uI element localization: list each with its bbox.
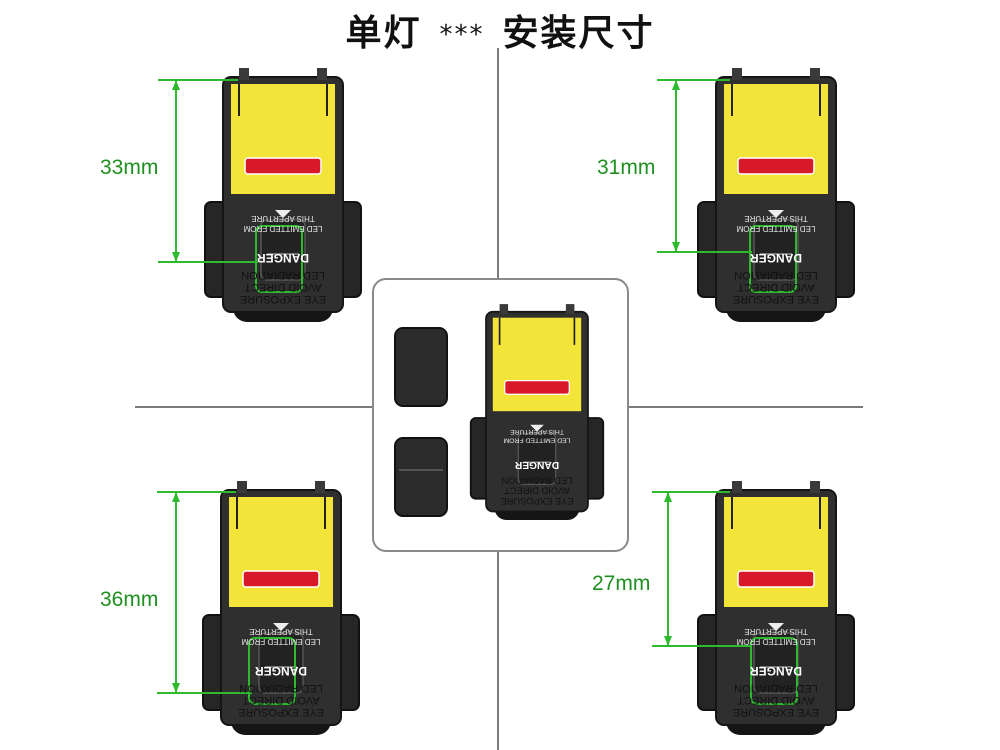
label-danger: DANGER [750, 251, 802, 265]
label-aperture-2: THIS APERTURE [744, 627, 807, 636]
label-aperture-2: THIS APERTURE [251, 214, 314, 223]
label-line-1: EYE EXPOSURE [240, 293, 326, 305]
label-line-3: LED RADIATION [502, 476, 573, 486]
measurement-bottom-right: 27mm [592, 572, 651, 595]
label-line-3: LED RADIATION [734, 269, 818, 281]
title-right: 安装尺寸 [502, 13, 655, 54]
label-line-1: EYE EXPOSURE [238, 706, 324, 718]
label-aperture-2: THIS APERTURE [249, 627, 312, 636]
label-danger: DANGER [255, 664, 307, 678]
label-danger: DANGER [257, 251, 309, 265]
measurement-guides [157, 79, 798, 705]
spare-clip-bottom [394, 437, 448, 517]
label-line-2: AVOID DIRECT [737, 281, 815, 293]
spare-clip-top [394, 327, 448, 407]
label-line-2: AVOID DIRECT [242, 694, 320, 706]
label-line-1: EYE EXPOSURE [500, 496, 573, 506]
label-line-3: LED RADIATION [734, 682, 818, 694]
label-aperture-1: LED EMITTED FROM [243, 224, 322, 233]
label-aperture-2: THIS APERTURE [744, 214, 807, 223]
label-aperture-1: LED EMITTED FROM [736, 637, 815, 646]
label-line-3: LED RADIATION [241, 269, 325, 281]
title-left: 单灯 [345, 13, 422, 54]
measurement-bottom-left: 36mm [100, 588, 159, 611]
label-danger: DANGER [514, 459, 559, 470]
label-line-2: AVOID DIRECT [504, 486, 570, 496]
label-aperture-1: LED EMITTED FROM [736, 224, 815, 233]
measurement-top-right: 31mm [597, 156, 656, 179]
label-line-1: EYE EXPOSURE [733, 706, 819, 718]
page-title: 单灯 *** 安装尺寸 [0, 4, 1000, 56]
label-danger: DANGER [750, 664, 802, 678]
measurement-top-left: 33mm [100, 156, 159, 179]
label-texts: EYE EXPOSURE AVOID DIRECT LED RADIATION … [238, 214, 819, 718]
label-line-1: EYE EXPOSURE [733, 293, 819, 305]
label-aperture-2: THIS APERTURE [510, 428, 564, 435]
label-aperture-1: LED EMITTED FROM [503, 436, 570, 443]
label-aperture-1: LED EMITTED FROM [241, 637, 320, 646]
label-line-3: LED RADIATION [239, 682, 323, 694]
title-stars: *** [439, 20, 485, 50]
label-line-2: AVOID DIRECT [244, 281, 322, 293]
label-line-2: AVOID DIRECT [737, 694, 815, 706]
